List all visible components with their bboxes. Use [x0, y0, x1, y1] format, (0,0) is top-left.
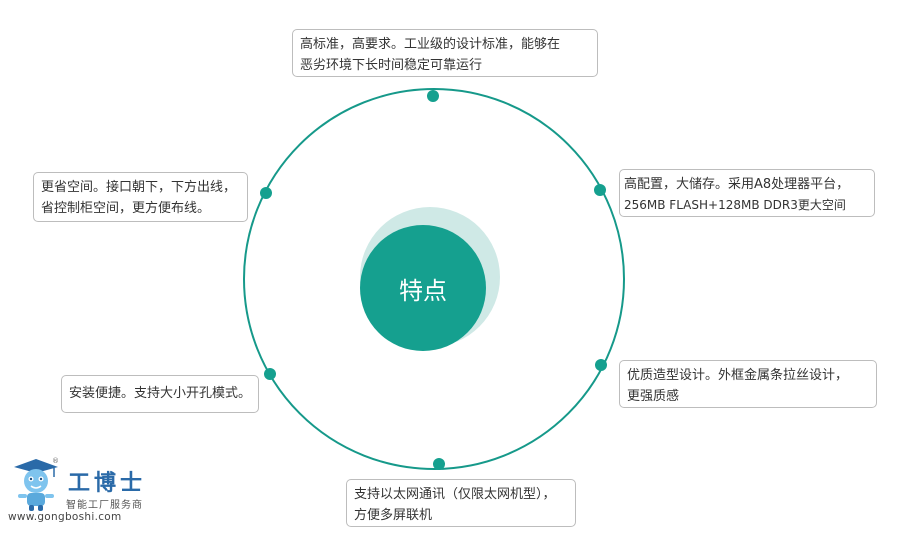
feature-text: 支持以太网通讯（仅限太网机型）， [354, 487, 556, 502]
outer-ring [243, 88, 625, 470]
feature-text: 更强质感 [627, 389, 680, 404]
feature-text: 优质造型设计。外框金属条拉丝设计， [627, 368, 849, 383]
logo-subtitle: 智能工厂服务商 [66, 500, 143, 511]
ring-dot-upper-right [594, 184, 606, 196]
ring-dot-lower-right [595, 359, 607, 371]
feature-text: 恶劣环境下长时间稳定可靠运行 [300, 58, 483, 73]
feature-text: 更省空间。接口朝下，下方出线， [41, 180, 237, 195]
center-circle [360, 225, 486, 351]
feature-callout-bottom: 支持以太网通讯（仅限太网机型）， 方便多屏联机 [346, 479, 576, 527]
feature-text: 高标准，高要求。工业级的设计标准，能够在 [300, 37, 561, 52]
center-label: 特点 [399, 277, 447, 305]
feature-text: 256MB FLASH+128MB DDR3更大空间 [624, 198, 846, 212]
feature-callout-upper-right: 高配置，大储存。采用A8处理器平台， 256MB FLASH+128MB DDR… [619, 169, 875, 217]
feature-text: 高配置，大储存。采用A8处理器平台， [624, 177, 850, 192]
feature-text: 省控制柜空间，更方便布线。 [41, 201, 211, 216]
mascot-icon [14, 459, 58, 511]
logo-name: 工博士 [68, 470, 147, 496]
feature-callout-upper-left: 更省空间。接口朝下，下方出线， 省控制柜空间，更方便布线。 [33, 172, 248, 222]
registered-mark: ® [52, 457, 59, 465]
feature-text: 方便多屏联机 [354, 508, 433, 523]
ring-dot-bottom [433, 458, 445, 470]
brand-logo: ® 工博士 智能工厂服务商 www.gongboshi.com [8, 455, 148, 527]
feature-callout-lower-left: 安装便捷。支持大小开孔模式。 [61, 375, 259, 413]
ring-dot-upper-left [260, 187, 272, 199]
feature-callout-top: 高标准，高要求。工业级的设计标准，能够在 恶劣环境下长时间稳定可靠运行 [292, 29, 598, 77]
logo-url: www.gongboshi.com [8, 511, 122, 523]
feature-text: 安装便捷。支持大小开孔模式。 [69, 386, 252, 401]
ring-dot-lower-left [264, 368, 276, 380]
ring-dot-top [427, 90, 439, 102]
feature-callout-lower-right: 优质造型设计。外框金属条拉丝设计， 更强质感 [619, 360, 877, 408]
